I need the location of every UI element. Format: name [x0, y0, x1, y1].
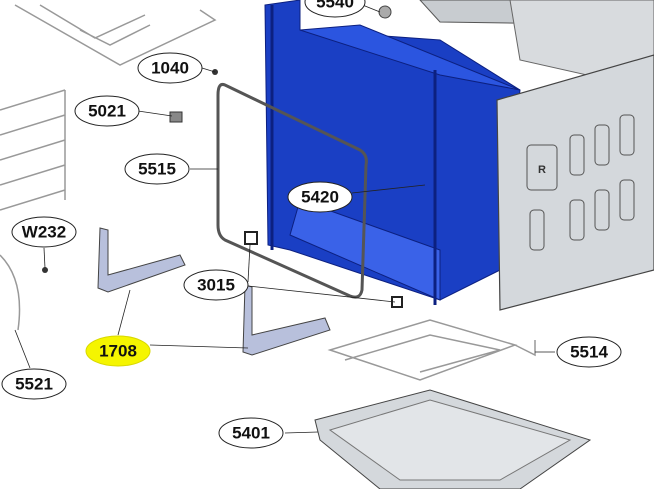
svg-text:5540: 5540	[316, 0, 354, 12]
oven-rack-part	[0, 89, 66, 211]
label-1708-highlighted[interactable]: 1708	[85, 335, 151, 367]
label-5420[interactable]: 5420	[287, 181, 353, 213]
svg-text:5420: 5420	[301, 188, 339, 207]
label-5521[interactable]: 5521	[1, 368, 67, 400]
oven-cavity-part[interactable]	[264, 0, 521, 305]
screw-part	[42, 267, 48, 273]
leader-lines	[14, 1, 555, 434]
svg-text:3015: 3015	[197, 276, 235, 295]
label-1040[interactable]: 1040	[137, 52, 203, 84]
clip-part	[244, 231, 258, 245]
label-W232[interactable]: W232	[11, 216, 77, 248]
label-3015[interactable]: 3015	[183, 269, 249, 301]
bracket-part	[169, 111, 183, 123]
svg-text:W232: W232	[22, 223, 66, 242]
fan-part	[0, 254, 21, 331]
side-panel-part: R	[496, 54, 654, 311]
svg-text:5401: 5401	[232, 424, 270, 443]
svg-text:5021: 5021	[88, 102, 126, 121]
svg-text:5515: 5515	[138, 160, 176, 179]
gasket-part[interactable]	[216, 83, 368, 299]
svg-text:1708: 1708	[99, 342, 137, 361]
label-5401[interactable]: 5401	[218, 417, 284, 449]
svg-text:1040: 1040	[151, 59, 189, 78]
bottom-tray-part[interactable]	[314, 389, 592, 489]
svg-text:5514: 5514	[570, 343, 608, 362]
bake-element-part[interactable]	[327, 319, 536, 381]
label-5515[interactable]: 5515	[124, 153, 190, 185]
hinge-part[interactable]	[97, 227, 331, 356]
broil-element-part	[14, 4, 217, 66]
svg-text:5521: 5521	[15, 375, 53, 394]
label-5021[interactable]: 5021	[74, 95, 140, 127]
panel-mark: R	[538, 164, 546, 176]
label-5514[interactable]: 5514	[556, 336, 622, 368]
label-5540[interactable]: 5540	[304, 0, 366, 18]
